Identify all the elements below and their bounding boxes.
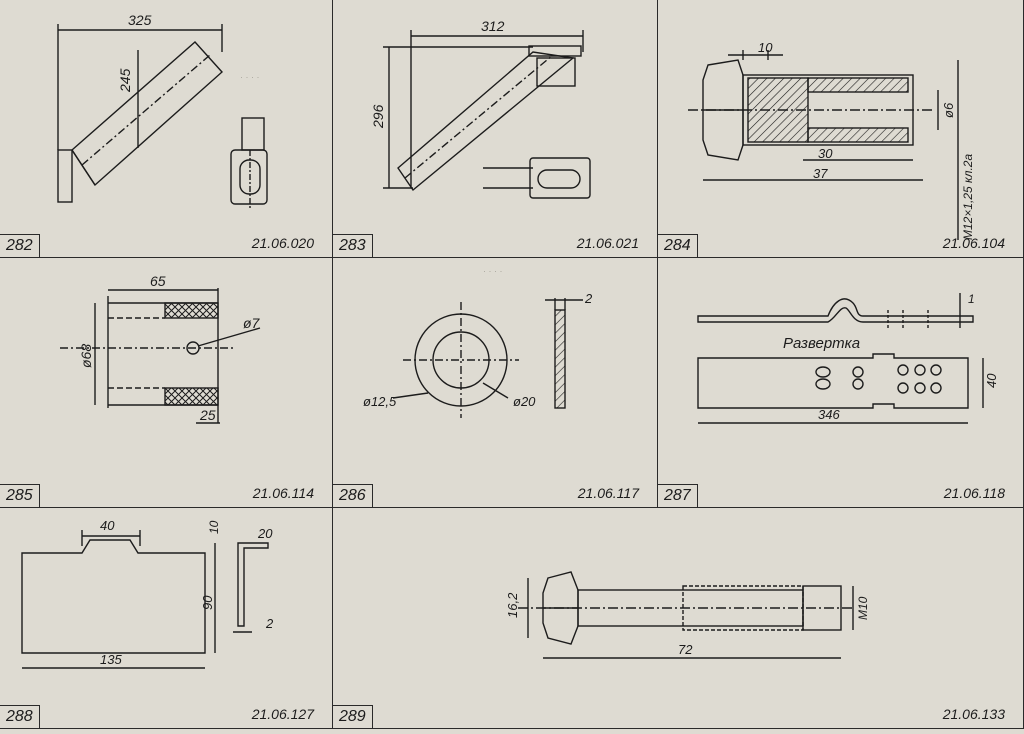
dim-282-1: 245 bbox=[117, 68, 133, 93]
svg-text:· · · ·: · · · · bbox=[240, 72, 260, 82]
dim-285-3: 25 bbox=[199, 407, 216, 423]
dim-284-4: M12×1,25 кл.2а bbox=[961, 154, 975, 240]
panel-289: 16,2 72 M10 289 21.06.133 bbox=[333, 508, 1024, 729]
part-code: 21.06.118 bbox=[943, 485, 1005, 501]
panel-283: 312 296 283 21.06.021 bbox=[333, 0, 658, 258]
panel-number: 284 bbox=[658, 234, 698, 257]
dim-287-2: 346 bbox=[818, 407, 840, 422]
part-code: 21.06.117 bbox=[577, 485, 639, 501]
dim-285-1: ø68 bbox=[78, 344, 94, 368]
panel-286: · · · · 2 ø12,5 ø20 286 21.06.117 bbox=[333, 258, 658, 508]
unfold-label: Развертка bbox=[783, 335, 860, 352]
drawing-289: 16,2 72 M10 bbox=[505, 571, 870, 659]
drawing-287: 1 40 346 Развертка bbox=[697, 292, 999, 424]
dim-283-0: 312 bbox=[481, 18, 505, 34]
part-code: 21.06.127 bbox=[251, 706, 314, 722]
dim-286-2: ø20 bbox=[513, 394, 536, 409]
panel-number: 283 bbox=[333, 234, 373, 257]
part-code: 21.06.114 bbox=[252, 485, 314, 501]
drawing-284: 10 30 37 ø6 M12×1,25 кл.2а bbox=[688, 40, 975, 240]
dim-289-2: M10 bbox=[856, 596, 870, 620]
dim-286-1: ø12,5 bbox=[363, 394, 397, 409]
dim-284-2: 37 bbox=[813, 166, 828, 181]
dim-288-4: 2 bbox=[265, 616, 274, 631]
drawing-282: · · · · 325 245 bbox=[57, 12, 268, 210]
dim-288-2: 20 bbox=[257, 526, 273, 541]
dim-284-0: 10 bbox=[758, 40, 773, 55]
dim-289-1: 72 bbox=[678, 642, 693, 657]
panel-288: 40 10 20 90 2 135 288 21.06.127 bbox=[0, 508, 333, 729]
dim-286-0: 2 bbox=[584, 291, 593, 306]
panel-285: 65 ø68 ø7 25 285 21.06.114 bbox=[0, 258, 333, 508]
dim-287-0: 1 bbox=[968, 292, 975, 306]
dim-287-1: 40 bbox=[984, 373, 999, 388]
panel-number: 282 bbox=[0, 234, 40, 257]
dim-284-1: 30 bbox=[818, 146, 833, 161]
drawing-283: 312 296 bbox=[370, 18, 591, 199]
dim-282-0: 325 bbox=[128, 12, 152, 28]
dim-284-3: ø6 bbox=[941, 102, 956, 118]
drawing-288: 40 10 20 90 2 135 bbox=[21, 518, 274, 669]
part-code: 21.06.104 bbox=[942, 235, 1005, 251]
part-code: 21.06.020 bbox=[251, 235, 314, 251]
dim-289-0: 16,2 bbox=[505, 592, 520, 618]
dim-285-2: ø7 bbox=[243, 315, 261, 331]
dim-288-0: 40 bbox=[100, 518, 115, 533]
dim-288-5: 135 bbox=[100, 652, 122, 667]
panel-number: 286 bbox=[333, 484, 373, 507]
part-code: 21.06.021 bbox=[576, 235, 639, 251]
dim-288-1: 10 bbox=[207, 520, 221, 534]
dim-288-3: 90 bbox=[200, 595, 215, 610]
dim-285-0: 65 bbox=[150, 273, 166, 289]
drawing-285: 65 ø68 ø7 25 bbox=[60, 273, 261, 424]
part-code: 21.06.133 bbox=[942, 706, 1005, 722]
dim-283-1: 296 bbox=[370, 104, 386, 129]
panel-number: 285 bbox=[0, 484, 40, 507]
panel-282: · · · · 325 245 282 21.06.020 bbox=[0, 0, 333, 258]
panel-284: 10 30 37 ø6 M12×1,25 кл.2а 284 21.06.104 bbox=[658, 0, 1024, 258]
panel-number: 289 bbox=[333, 705, 373, 728]
drawing-286: · · · · 2 ø12,5 ø20 bbox=[363, 266, 593, 418]
panel-number: 288 bbox=[0, 705, 40, 728]
panel-287: 1 40 346 Развертка 287 21.06.118 bbox=[658, 258, 1024, 508]
panel-number: 287 bbox=[658, 484, 698, 507]
svg-text:· · · ·: · · · · bbox=[483, 266, 503, 276]
